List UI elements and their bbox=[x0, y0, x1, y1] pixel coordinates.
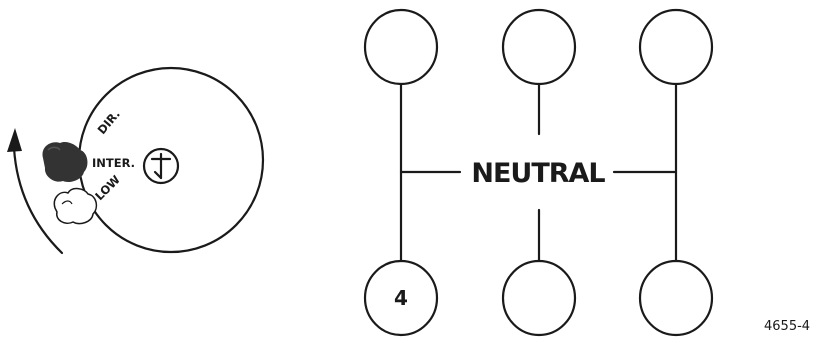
position-label-inter: INTER. bbox=[92, 156, 135, 170]
range-selector: DIR. INTER. LOW bbox=[7, 66, 265, 255]
knob-light bbox=[53, 187, 98, 225]
gear-position-top-right bbox=[638, 8, 714, 86]
gear-position-bottom-center bbox=[501, 259, 577, 337]
dial-hub bbox=[142, 147, 180, 185]
gear-position-top-left bbox=[363, 8, 439, 86]
gear-position-top-center bbox=[501, 8, 577, 86]
position-label-dir: DIR. bbox=[95, 107, 123, 137]
gear-position-bottom-right bbox=[638, 259, 714, 337]
gear-label-bottom-left: 4 bbox=[394, 286, 408, 310]
rotation-arrow-head bbox=[7, 128, 22, 152]
neutral-label: NEUTRAL bbox=[471, 158, 605, 189]
knob-dark bbox=[42, 141, 88, 182]
rotation-arrow bbox=[12, 146, 64, 255]
position-label-low: LOW bbox=[92, 172, 123, 203]
shift-pattern: 4 NEUTRAL bbox=[363, 8, 714, 337]
figure-number: 4655-4 bbox=[764, 319, 810, 334]
